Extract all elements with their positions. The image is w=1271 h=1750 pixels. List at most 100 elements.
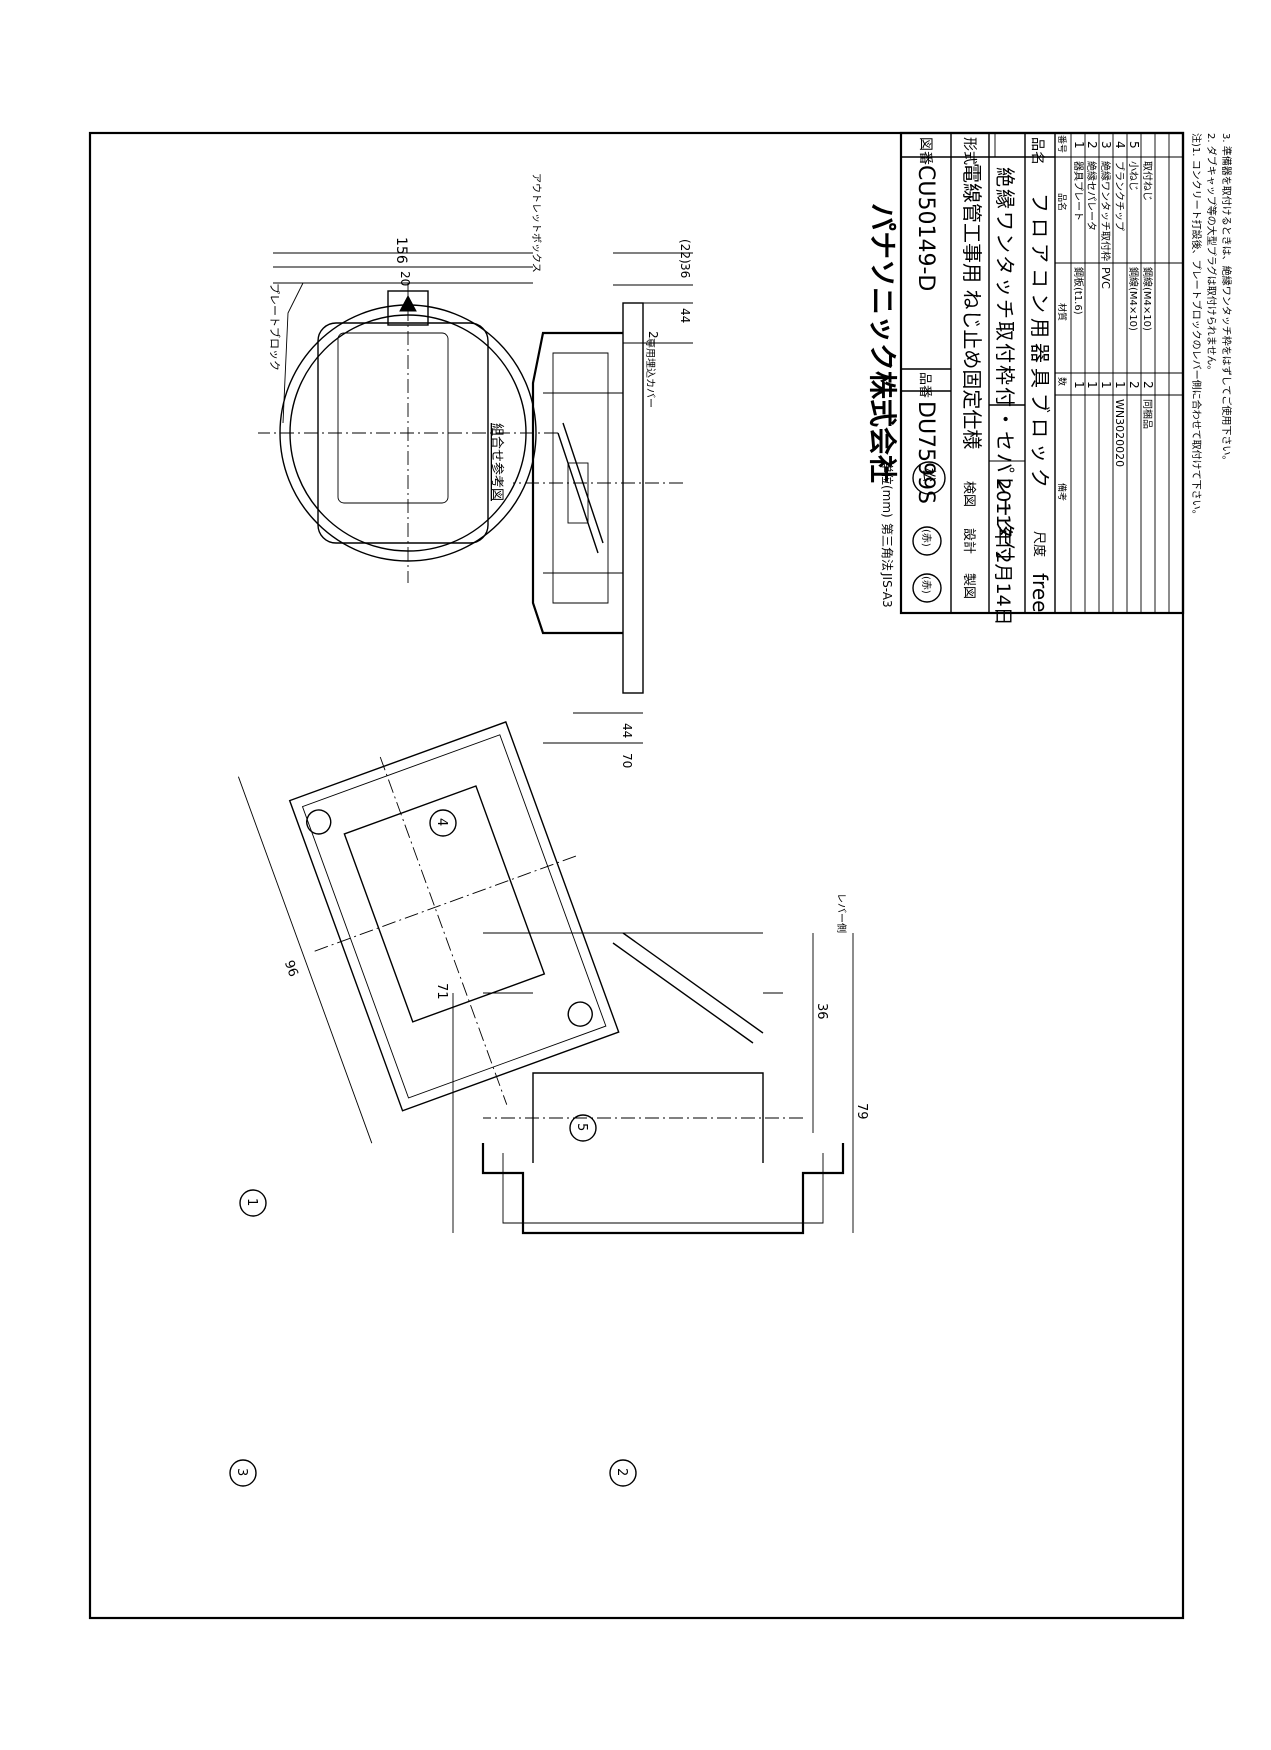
approval-stamp <box>912 461 946 495</box>
note-2: 2. ダブキャップ等の大型プラグは取付けられません。 <box>1205 133 1218 375</box>
title-approval-draft: 製図 <box>961 573 976 599</box>
dim-22: (22) <box>678 239 692 264</box>
callout-5: 5 <box>569 1114 597 1142</box>
paper-size-label: JIS-A3 <box>880 572 894 608</box>
cover-plate <box>622 302 644 694</box>
dim-71: 71 <box>434 983 449 1000</box>
callout-1: 1 <box>239 1189 267 1217</box>
row-extra-name: 取付ねじ <box>1141 161 1154 201</box>
row-5-no: 5 <box>1127 141 1141 149</box>
rotated-drawing: 品名 フロアコン用器具ブロック 絶縁ワンタッチ取付枠付・セパレータ付 尺度 fr… <box>229 131 1233 1487</box>
outlet-box <box>531 331 623 635</box>
title-scale-label: 尺度 <box>1031 531 1047 557</box>
title-drawing-value: CU50149-D <box>913 165 938 291</box>
row-1-no: 1 <box>1072 141 1086 149</box>
parts-header-no: 番号 <box>1056 135 1068 153</box>
dim-36a: 36 <box>678 263 692 278</box>
label-outlet-box: アウトレットボックス <box>530 173 542 273</box>
callout-4: 4 <box>429 809 457 837</box>
title-approval-check: 検図 <box>961 481 976 507</box>
label-assembly-ref: 組合せ参考図 <box>489 423 505 501</box>
unit-label: 単位(mm) <box>880 461 895 518</box>
table-row: 3 絶縁ワンタッチ取付枠 PVC 1 <box>1099 141 1113 389</box>
callouts: 1 2 3 4 5 <box>229 809 637 1487</box>
dim-70: 70 <box>620 753 634 768</box>
title-partno-value: DU7599S <box>913 401 938 504</box>
company-name: パナソニック株式会社 <box>866 203 899 483</box>
svg-text:4: 4 <box>434 818 449 826</box>
row-3-name: 絶縁ワンタッチ取付枠 <box>1099 161 1112 261</box>
parts-header-material: 材質 <box>1056 303 1068 321</box>
svg-text:5: 5 <box>574 1123 589 1131</box>
title-model-label: 形式 <box>961 137 977 165</box>
approval-mark-2-text: (赤) <box>920 576 932 594</box>
dim-79: 79 <box>854 1103 869 1120</box>
svg-text:3: 3 <box>234 1468 249 1476</box>
dim-2: 2 <box>646 331 660 339</box>
row-extra-material: 鋼線(M4×10) <box>1141 267 1154 331</box>
title-name-label: 品名 <box>1029 137 1045 165</box>
detail-section-view: 79 36 71 レバー側 <box>434 893 869 1235</box>
row-5-qty: 2 <box>1127 381 1141 389</box>
row-4-qty: 1 <box>1113 381 1127 389</box>
title-model-value: 電線管工事用 ねじ止め固定仕様 <box>960 163 984 449</box>
row-3-material: PVC <box>1099 267 1112 289</box>
title-partno-label: 品番 <box>917 372 932 398</box>
detail-housing <box>481 1143 845 1235</box>
approval-mark-1-text: (赤) <box>920 529 932 547</box>
title-name-line2: 絶縁ワンタッチ取付枠付・セパレータ付 <box>993 167 1017 563</box>
plate-recess <box>337 332 449 504</box>
callout-3: 3 <box>229 1459 257 1487</box>
dim-44a: 44 <box>678 308 692 323</box>
note-1: 注)1. コンクリート打設後、プレートブロックのレバー側に合わせて取付けて下さい… <box>1190 133 1203 520</box>
approval-stamp-text: 松 <box>920 468 936 482</box>
svg-text:1: 1 <box>244 1198 259 1206</box>
table-row: 5 小ねじ 鋼線(M4×10) 2 <box>1127 141 1141 389</box>
row-1-qty: 1 <box>1072 381 1086 389</box>
title-name-line1: フロアコン用器具ブロック <box>1028 193 1052 493</box>
row-4-name: ブランクチップ <box>1113 161 1126 231</box>
plan-view: 156 20 プレートブロック <box>258 237 558 583</box>
title-date: 2011年 2月14日 <box>992 478 1014 626</box>
screw-top <box>306 809 332 835</box>
section-view: (22) 36 44 2 44 70 専用埋込カバー アウトレットボックス 組合… <box>489 173 693 768</box>
note-3: 3. 準備器を取付けるときは、絶縁ワンタッチ枠をはずしてご使用下さい。 <box>1220 133 1233 465</box>
iso-view: 96 <box>237 721 620 1144</box>
notes: 注)1. コンクリート打設後、プレートブロックのレバー側に合わせて取付けて下さい… <box>1190 133 1233 520</box>
label-plate-block: プレートブロック <box>268 283 282 371</box>
iso-base <box>288 721 620 1112</box>
screw-bottom <box>567 1001 593 1027</box>
row-extra-qty: 2 <box>1141 381 1155 389</box>
parts-table: 番号 品名 材質 数 備考 1 器具プレート 鋼板(t1.6) 1 2 絶縁セパ… <box>1055 133 1183 613</box>
row-extra-note: 同梱品 <box>1141 399 1154 429</box>
dim-44b: 44 <box>620 723 634 738</box>
parts-header-note: 備考 <box>1056 483 1068 501</box>
row-2-qty: 1 <box>1085 381 1099 389</box>
row-5-name: 小ねじ <box>1127 161 1139 191</box>
table-row: 取付ねじ 鋼線(M4×10) 2 同梱品 <box>1141 161 1155 429</box>
row-2-name: 絶縁セパレータ <box>1085 161 1098 231</box>
dim-96: 96 <box>281 958 301 979</box>
label-lever-side: レバー側 <box>835 893 848 933</box>
dim-20: 20 <box>398 271 412 286</box>
row-3-no: 3 <box>1099 141 1113 149</box>
title-approval-design: 設計 <box>961 528 977 554</box>
row-4-no: 4 <box>1113 141 1127 149</box>
svg-text:2: 2 <box>614 1468 629 1476</box>
label-cover: 専用埋込カバー <box>644 338 656 408</box>
parts-header-qty: 数 <box>1056 377 1068 386</box>
parts-header-name: 品名 <box>1056 193 1068 211</box>
method-label: 第三角法 <box>880 523 894 571</box>
table-row: 2 絶縁セパレータ 1 <box>1085 141 1099 389</box>
dim-36b: 36 <box>814 1003 829 1020</box>
row-1-name: 器具プレート <box>1072 161 1084 221</box>
row-3-qty: 1 <box>1099 381 1113 389</box>
title-drawing-label: 図番 <box>917 137 933 165</box>
callout-2: 2 <box>609 1459 637 1487</box>
row-2-no: 2 <box>1085 141 1099 149</box>
row-5-material: 鋼線(M4×10) <box>1127 267 1140 331</box>
dim-156: 156 <box>393 237 409 264</box>
approval-mark-2 <box>912 573 942 603</box>
title-scale-value: free <box>1028 573 1052 612</box>
